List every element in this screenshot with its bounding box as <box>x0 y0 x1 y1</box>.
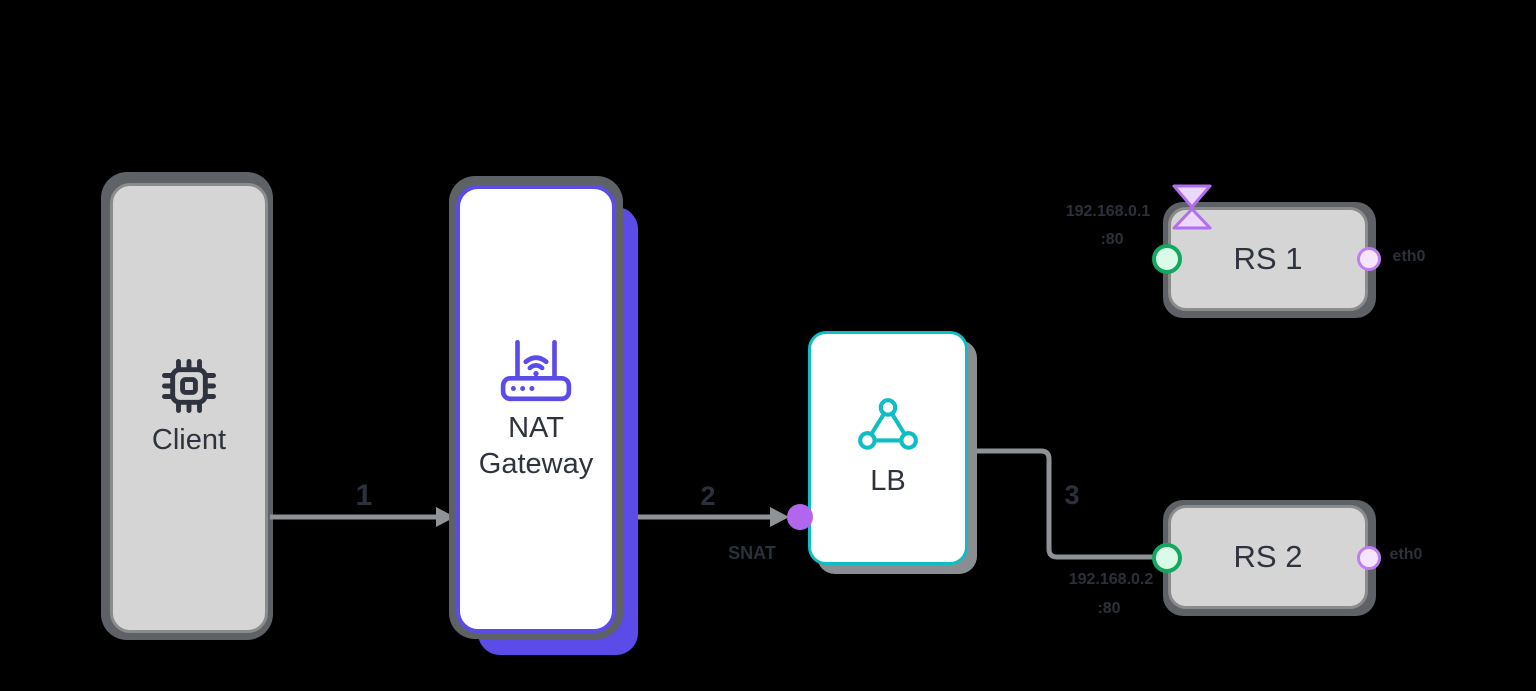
arrowhead-icon <box>770 507 789 527</box>
nat-gateway-label-line1: NAT <box>508 411 564 444</box>
load-balancer-triangle-icon <box>855 397 921 455</box>
rs1-label: RS 1 <box>1233 240 1303 276</box>
rs2-iface-label: eth0 <box>1389 546 1423 563</box>
node-nat-gateway: NAT Gateway <box>456 185 616 633</box>
edge-step1-label: 1 <box>355 479 373 512</box>
hourglass-timeout-icon <box>1170 183 1214 231</box>
client-label: Client <box>151 423 227 456</box>
rs2-label: RS 2 <box>1233 538 1303 574</box>
rs1-egress-port <box>1357 247 1381 271</box>
lb-vip-port-dot <box>787 504 813 530</box>
edge-step3-label: 3 <box>1064 480 1080 510</box>
edge-lb-to-rs2 <box>968 448 1154 560</box>
node-client: Client <box>110 183 268 633</box>
cpu-chip-icon <box>161 358 217 414</box>
rs2-egress-port <box>1357 546 1381 570</box>
rs1-ingress-port <box>1152 244 1182 274</box>
arrowhead-icon <box>436 507 455 527</box>
rs1-ip-label: 192.168.0.1 <box>1065 203 1151 220</box>
node-lb: LB <box>808 331 968 565</box>
rs2-port-label: :80 <box>1097 600 1121 617</box>
nat-gateway-label-line2: Gateway <box>478 448 594 480</box>
rs1-port-label: :80 <box>1100 231 1124 248</box>
wifi-router-icon <box>499 336 573 402</box>
lb-label: LB <box>870 464 906 497</box>
edge-step2-label: 2 <box>700 481 716 511</box>
edge-step2-sublabel: SNAT <box>728 543 776 563</box>
rs2-ip-label: 192.168.0.2 <box>1068 571 1154 588</box>
rs1-iface-label: eth0 <box>1392 248 1426 265</box>
node-rs2: RS 2 <box>1168 505 1368 609</box>
rs2-ingress-port <box>1152 543 1182 573</box>
